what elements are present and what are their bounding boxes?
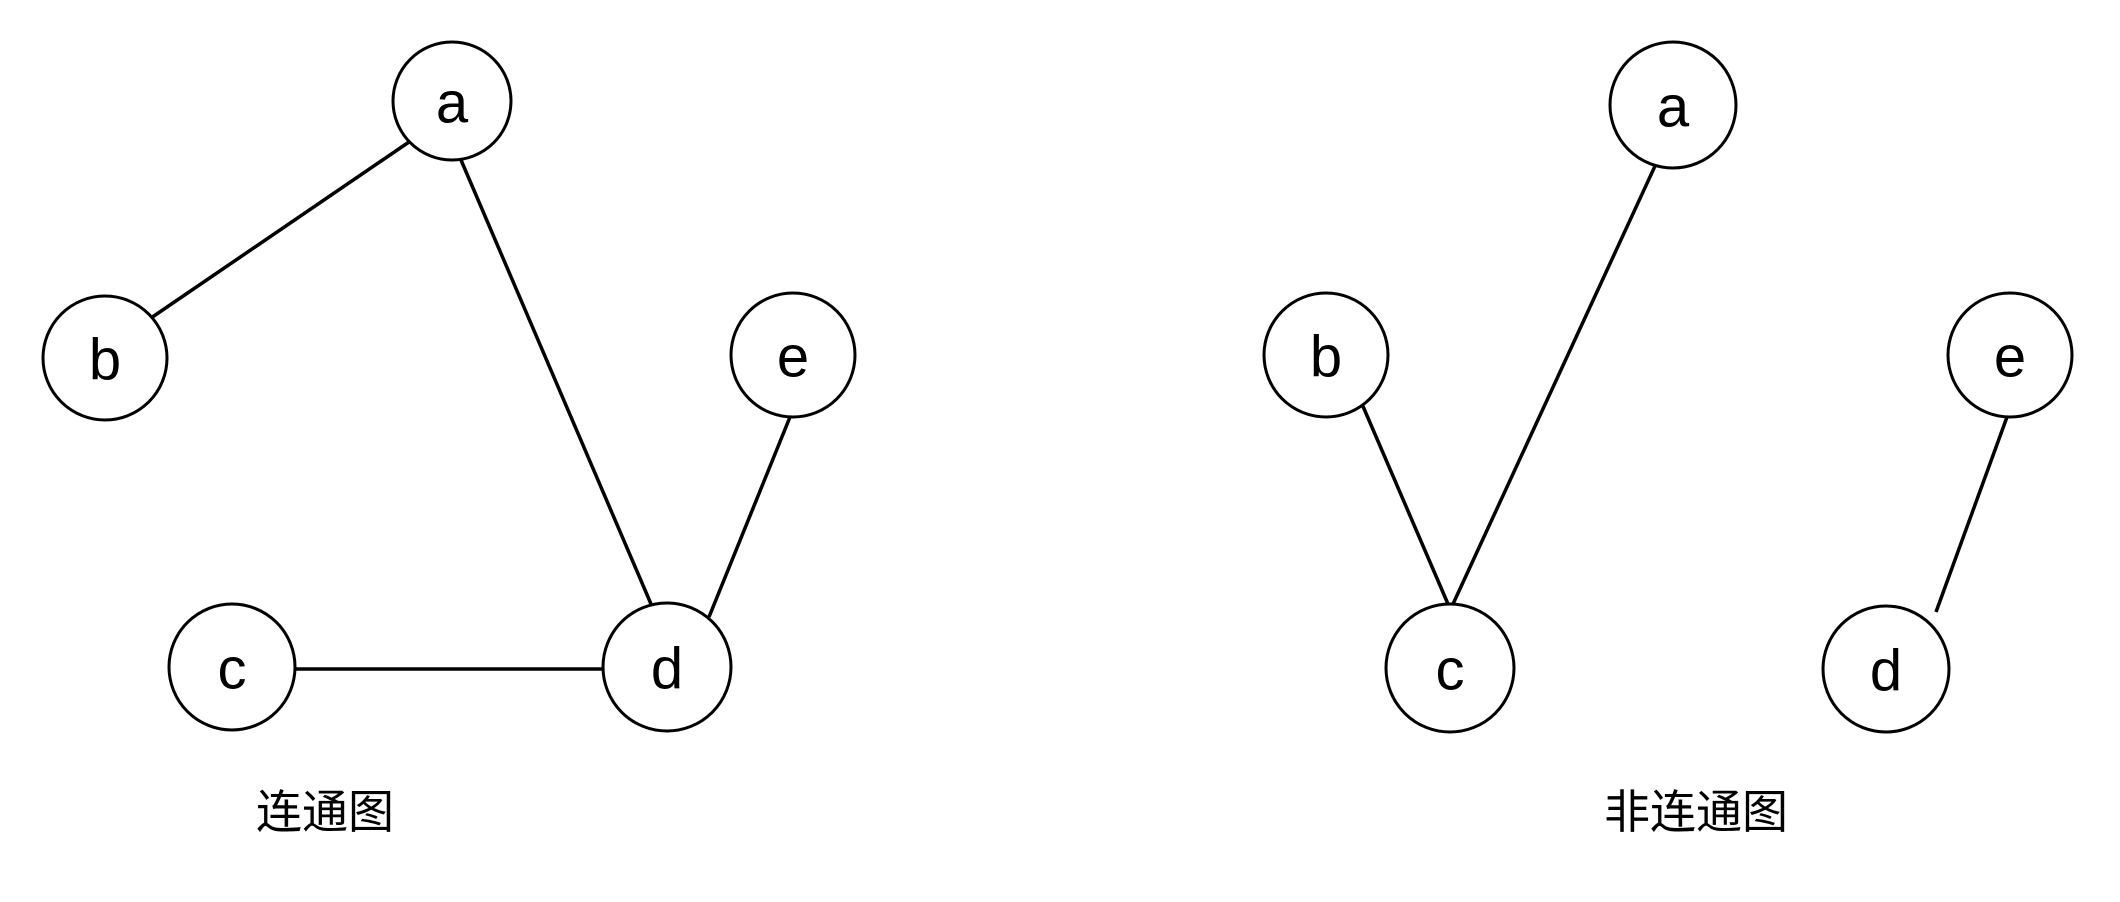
caption-connected-graph: 连通图	[256, 786, 394, 838]
node-c-circle[interactable]	[167, 602, 297, 732]
node-e[interactable]: e	[1946, 291, 2074, 419]
caption-disconnected-graph: 非连通图	[1604, 786, 1788, 838]
edge-d-e	[707, 416, 792, 618]
node-d-label: d	[1870, 639, 1902, 704]
edge-b-c	[1360, 403, 1450, 605]
edge-a-d	[459, 159, 653, 605]
node-c-label: c	[1436, 638, 1465, 703]
edge-group-connected	[147, 140, 792, 671]
node-b[interactable]: b	[1262, 291, 1390, 419]
node-d-circle[interactable]	[601, 601, 733, 733]
node-c-label: c	[218, 637, 247, 702]
node-c[interactable]: c	[1384, 602, 1516, 734]
node-d-label: d	[651, 637, 683, 702]
panel-connected-graph: a b c d e 连通图	[41, 40, 857, 838]
node-e-label: e	[777, 325, 809, 390]
node-d[interactable]: d	[601, 601, 733, 733]
panel-disconnected-graph: a b c d e 非连通图	[1262, 40, 2074, 838]
node-e-label: e	[1994, 325, 2026, 390]
node-e[interactable]: e	[729, 291, 857, 419]
edge-d-e	[1934, 416, 2009, 613]
node-b-label: b	[89, 328, 121, 393]
node-b-circle[interactable]	[41, 294, 169, 422]
node-d-circle[interactable]	[1821, 604, 1951, 734]
edge-a-c	[1451, 165, 1657, 605]
node-b-circle[interactable]	[1262, 291, 1390, 419]
node-group-disconnected: a b c d e	[1262, 40, 2074, 734]
node-group-connected: a b c d e	[41, 40, 857, 733]
node-e-circle[interactable]	[729, 291, 857, 419]
node-a-label: a	[1657, 75, 1690, 140]
node-c[interactable]: c	[167, 602, 297, 732]
node-e-circle[interactable]	[1946, 291, 2074, 419]
node-b[interactable]: b	[41, 294, 169, 422]
node-a[interactable]: a	[1608, 40, 1738, 170]
node-a-circle[interactable]	[1608, 40, 1738, 170]
edge-a-b	[147, 140, 410, 322]
edge-group-disconnected	[1360, 165, 2009, 613]
node-a[interactable]: a	[391, 40, 513, 162]
node-a-circle[interactable]	[391, 40, 513, 162]
node-b-label: b	[1310, 325, 1342, 390]
node-d[interactable]: d	[1821, 604, 1951, 734]
node-c-circle[interactable]	[1384, 602, 1516, 734]
node-a-label: a	[436, 71, 469, 136]
